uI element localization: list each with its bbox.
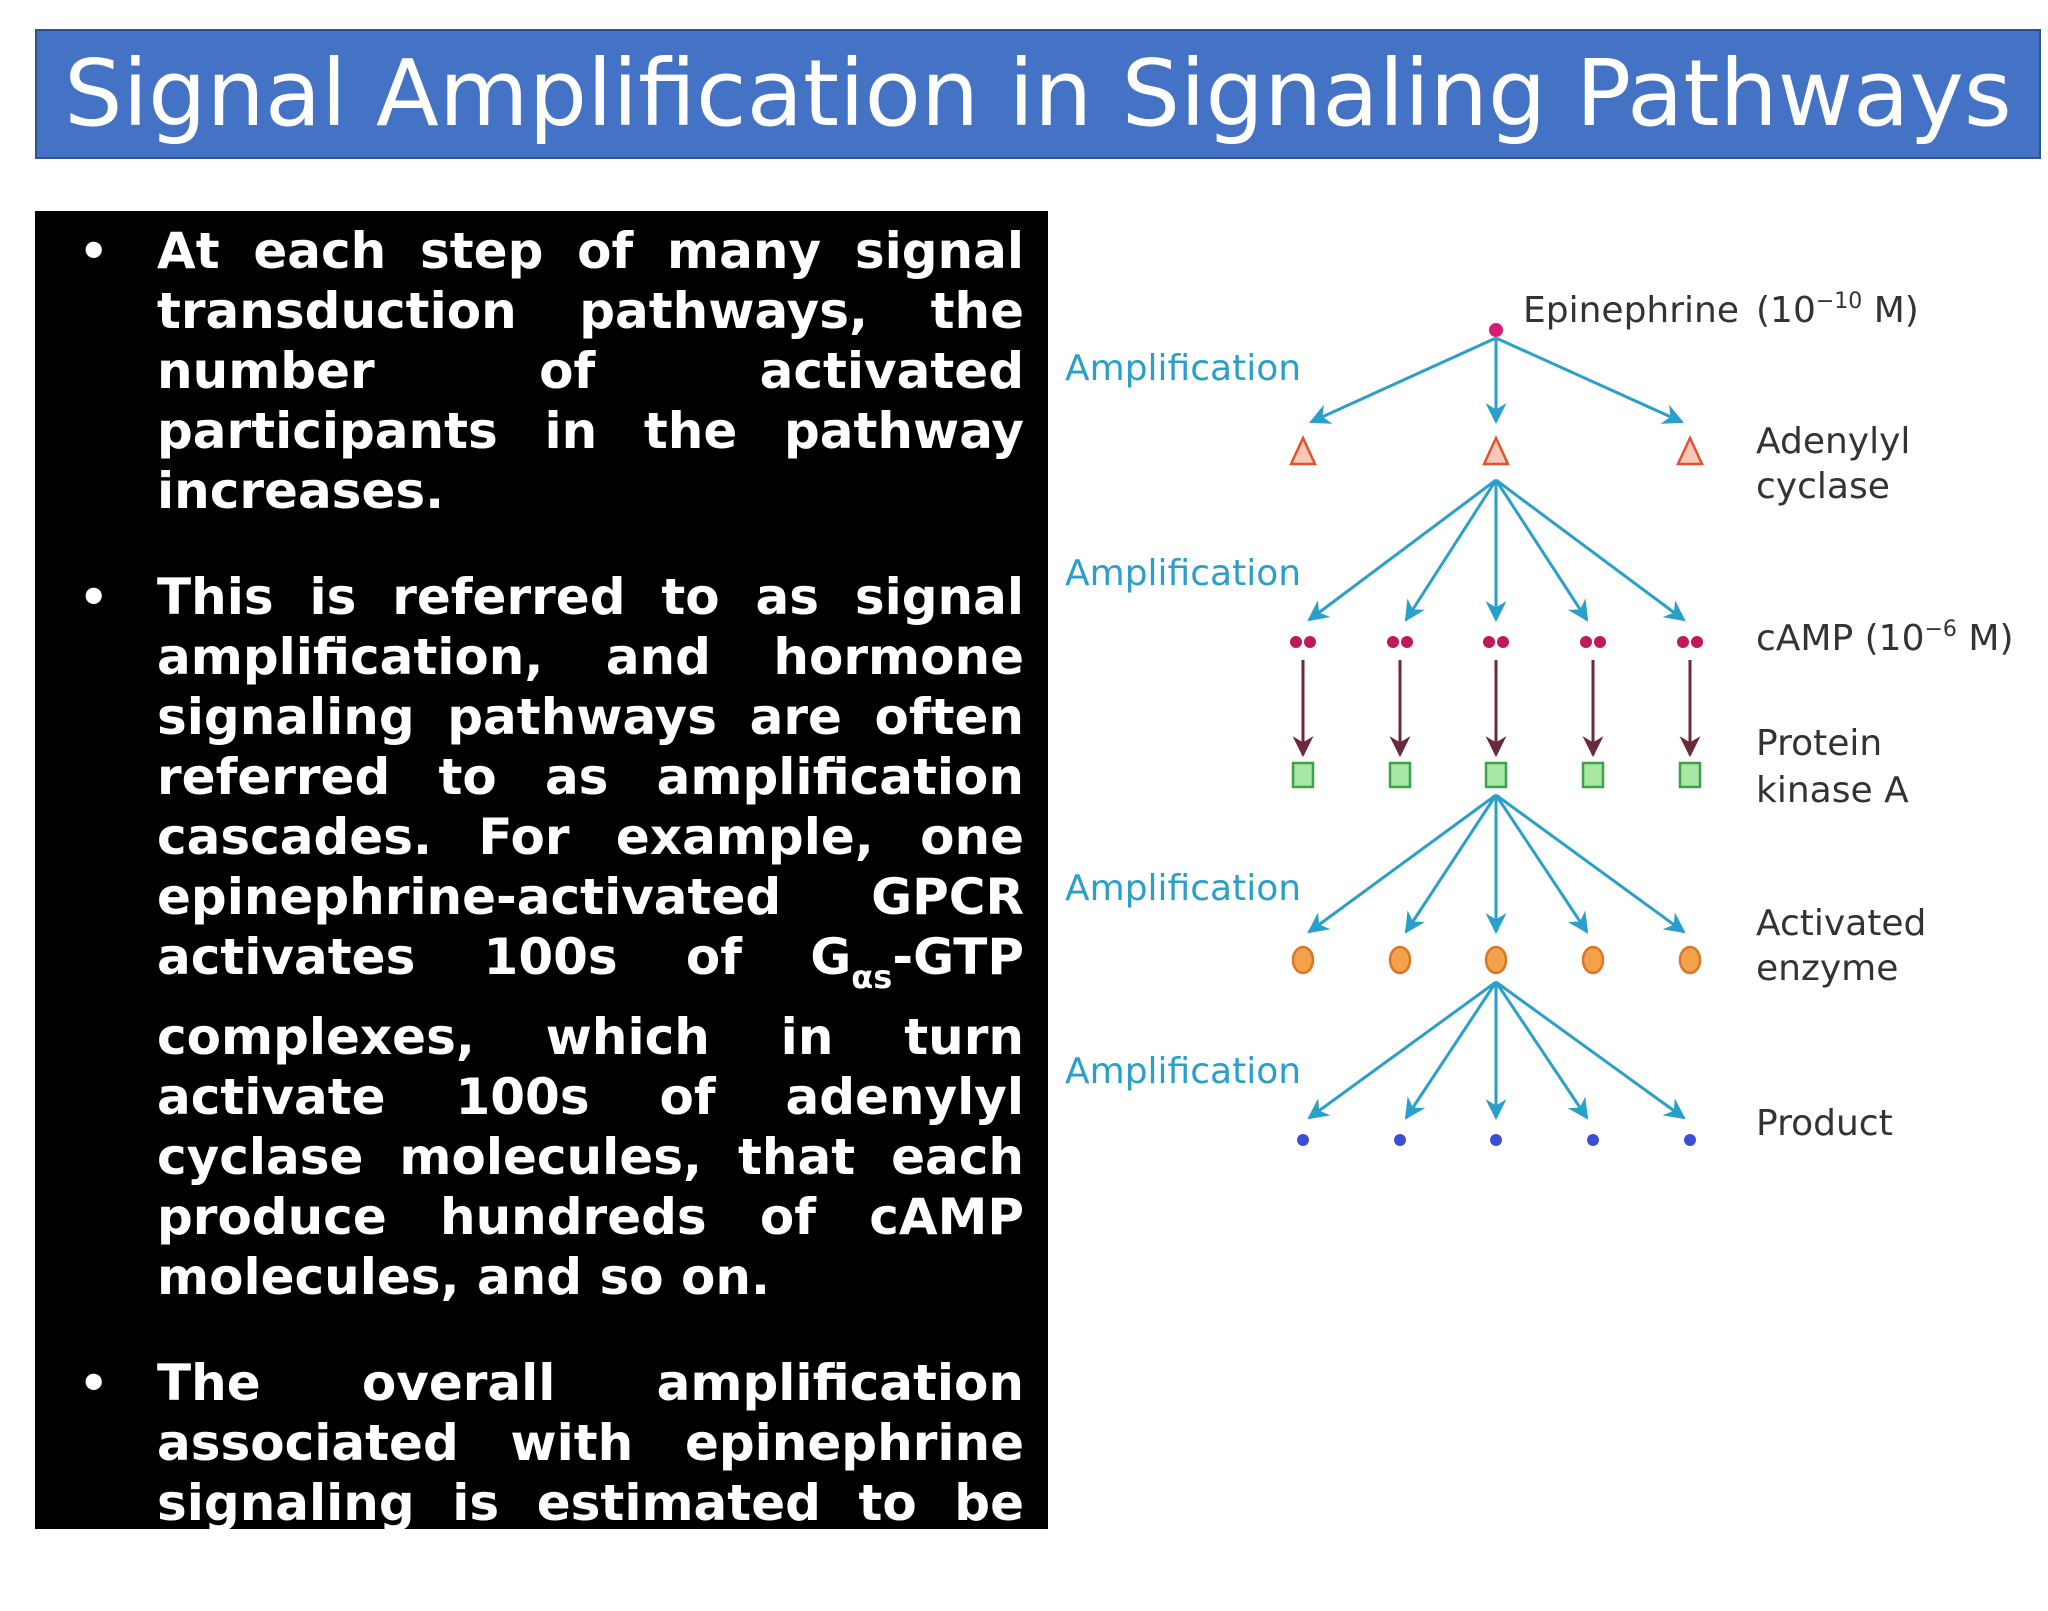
- arrow: [1494, 479, 1589, 622]
- bullet-dot-icon: •: [79, 224, 109, 278]
- arrow: [1495, 478, 1686, 622]
- cascade-svg: Amplification Amplification Amplificatio…: [1065, 289, 2014, 1146]
- activated-enzyme-label-line1: Activated: [1756, 903, 1926, 944]
- activated-enzyme-label-line2: enzyme: [1756, 948, 1898, 989]
- arrow: [1495, 980, 1686, 1120]
- adenylyl-cyclase-label-line2: cyclase: [1756, 466, 1890, 507]
- protein-kinase-square: [1581, 761, 1605, 789]
- bullet-dot-icon: •: [79, 1356, 109, 1410]
- protein-kinase-square: [1484, 761, 1508, 789]
- adenylyl-cyclase-triangle: [1289, 435, 1317, 466]
- activated-enzyme-oval: [1291, 945, 1315, 975]
- cascade-nodes: [1289, 323, 1704, 1146]
- amplification-label: Amplification: [1065, 1051, 1301, 1092]
- bullet-text: -GTP complexes, which in turn activate 1…: [157, 928, 1024, 1306]
- activated-enzyme-oval: [1678, 945, 1702, 975]
- arrow: [1404, 479, 1498, 622]
- product-dot: [1587, 1134, 1599, 1146]
- camp-dot: [1497, 636, 1509, 648]
- camp-dot: [1304, 636, 1316, 648]
- bullet-text: At each step of many signal transduction…: [157, 222, 1024, 520]
- arrow: [1494, 794, 1589, 934]
- arrow: [1494, 981, 1589, 1120]
- camp-dot: [1691, 636, 1703, 648]
- cascade-arrows: [1292, 336, 1701, 1121]
- amplification-cascade-diagram: Amplification Amplification Amplificatio…: [1060, 240, 2020, 1200]
- product-dot: [1297, 1134, 1309, 1146]
- amplification-label: Amplification: [1065, 553, 1301, 594]
- camp-dot: [1677, 636, 1689, 648]
- amplification-label: Amplification: [1065, 348, 1301, 389]
- protein-kinase-square: [1291, 761, 1315, 789]
- bullet-text: -fold.: [290, 1552, 440, 1610]
- arrow: [1495, 793, 1686, 934]
- product-label: Product: [1756, 1103, 1893, 1144]
- product-dot: [1490, 1134, 1502, 1146]
- product-dot: [1394, 1134, 1406, 1146]
- arrow: [1307, 793, 1497, 934]
- superscript-exponent: 8: [268, 1544, 291, 1582]
- bullet-item: • At each step of many signal transducti…: [57, 221, 1024, 521]
- bullet-dot-icon: •: [79, 570, 109, 624]
- slide-title: Signal Amplification in Signaling Pathwa…: [64, 40, 2012, 147]
- arrow: [1495, 336, 1684, 424]
- arrow: [1404, 981, 1498, 1120]
- subscript-alpha-s: αs: [851, 958, 893, 996]
- adenylyl-cyclase-triangle: [1482, 435, 1510, 466]
- adenylyl-cyclase-triangle: [1676, 435, 1704, 466]
- camp-dot: [1483, 636, 1495, 648]
- product-dot: [1684, 1134, 1696, 1146]
- adenylyl-cyclase-label-line1: Adenylyl: [1756, 421, 1910, 462]
- bullet-item: • The overall amplification associated w…: [57, 1353, 1024, 1611]
- camp-dot: [1580, 636, 1592, 648]
- camp-dot: [1387, 636, 1399, 648]
- epinephrine-concentration: (10−10 M): [1756, 289, 1919, 331]
- protein-kinase-square: [1388, 761, 1412, 789]
- protein-kinase-a-label-line2: kinase A: [1756, 770, 1909, 811]
- arrow: [1307, 478, 1497, 622]
- camp-dot: [1290, 636, 1302, 648]
- bullet-text: This is referred to as signal amplificat…: [157, 568, 1024, 986]
- arrow: [1307, 980, 1497, 1120]
- activated-enzyme-oval: [1484, 945, 1508, 975]
- camp-dot: [1401, 636, 1413, 648]
- bullet-list: • At each step of many signal transducti…: [57, 221, 1024, 1611]
- arrow: [1404, 794, 1498, 934]
- activated-enzyme-oval: [1388, 945, 1412, 975]
- epinephrine-dot: [1489, 323, 1503, 337]
- arrow: [1309, 336, 1497, 424]
- camp-dot: [1594, 636, 1606, 648]
- text-panel: • At each step of many signal transducti…: [35, 211, 1048, 1610]
- protein-kinase-a-label-line1: Protein: [1756, 723, 1882, 764]
- title-bar: Signal Amplification in Signaling Pathwa…: [35, 29, 2041, 159]
- epinephrine-label: Epinephrine: [1523, 290, 1739, 331]
- protein-kinase-square: [1678, 761, 1702, 789]
- bullet-item: • This is referred to as signal amplific…: [57, 567, 1024, 1307]
- camp-label: cAMP (10−6 M): [1756, 617, 2014, 659]
- activated-enzyme-oval: [1581, 945, 1605, 975]
- bullet-text: The overall amplification associated wit…: [157, 1354, 1024, 1610]
- amplification-label: Amplification: [1065, 868, 1301, 909]
